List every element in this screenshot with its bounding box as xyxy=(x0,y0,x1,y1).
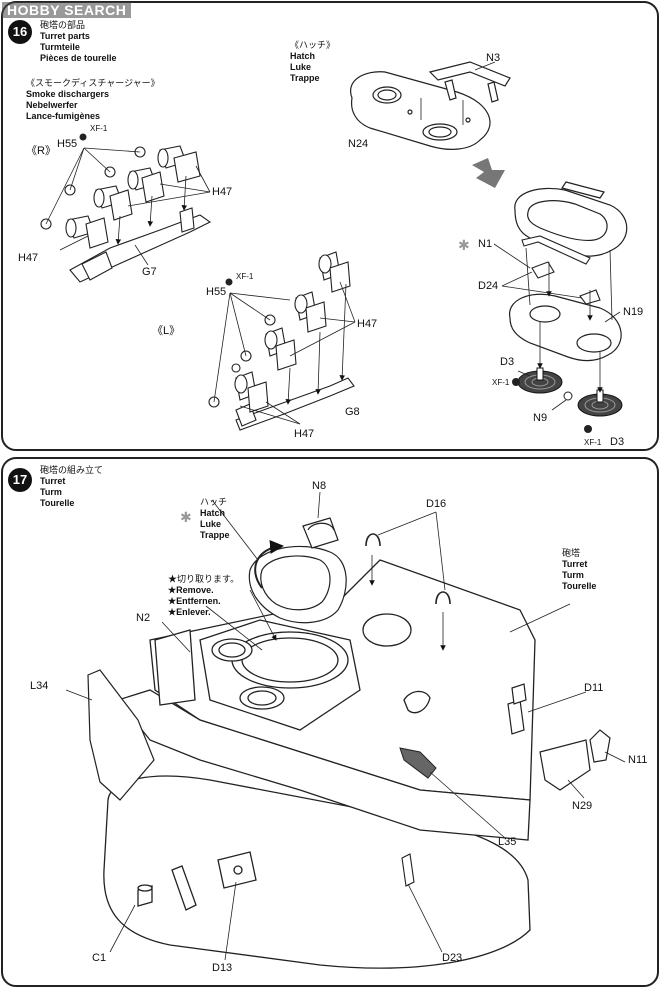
part-h47-l2: H47 xyxy=(294,428,315,440)
turret-body xyxy=(103,559,536,969)
svg-text:✱: ✱ xyxy=(180,510,192,526)
part-h47-l1: H47 xyxy=(357,318,378,330)
spring-disc-d3-right xyxy=(577,389,623,417)
right-side-mark: 《R》 xyxy=(26,145,56,157)
paint-xf1-d: XF-1 xyxy=(584,438,602,447)
part-g7: G7 xyxy=(142,266,157,278)
hatch-rotate-arrow xyxy=(254,539,284,589)
hatch-assembled-top xyxy=(514,181,628,257)
part-n19: N19 xyxy=(623,306,644,318)
part-h55-r: H55 xyxy=(57,138,78,150)
hatch-plate-n24 xyxy=(349,71,491,150)
paint-xf1-b: XF-1 xyxy=(236,272,254,281)
part-n3: N3 xyxy=(486,52,501,64)
smoke-fr: Lance-fumigènes xyxy=(26,111,101,121)
assembly-arrow xyxy=(472,158,505,188)
remove-fr: ★Enlever. xyxy=(168,607,211,617)
stowage-box-d11 xyxy=(507,683,527,735)
step17-title-de: Turm xyxy=(40,487,62,497)
remove-jp: ★切り取ります。 xyxy=(168,574,240,584)
turret-fr: Tourelle xyxy=(562,581,597,591)
step16-title: 砲塔の部品 Turret parts Turmteile Pièces de t… xyxy=(40,20,117,64)
step16-title-en: Turret parts xyxy=(40,31,90,41)
smoke-jp: 《スモークディスチャージャー》 xyxy=(26,78,160,88)
part-d13: D13 xyxy=(212,962,233,974)
step17-title-en: Turret xyxy=(40,476,66,486)
hatch-lower-ring-n19 xyxy=(509,293,622,362)
remove-note: ★切り取ります。 ★Remove. ★Entfernen. ★Enlever. xyxy=(168,574,239,618)
hatch17-fr: Trappe xyxy=(200,530,230,540)
step16-hatch-heading: 《ハッチ》 Hatch Luke Trappe xyxy=(290,40,335,84)
part-g8: G8 xyxy=(345,406,360,418)
part-d16: D16 xyxy=(426,498,447,510)
hatch-assembly xyxy=(248,517,347,624)
smoke-discharger-r-assembly xyxy=(40,145,212,283)
hatch16-jp: 《ハッチ》 xyxy=(290,40,336,50)
part-h47-r2: H47 xyxy=(18,252,39,264)
step17-number: 17 xyxy=(8,468,32,492)
part-d3-left: D3 xyxy=(500,356,515,368)
part-n9: N9 xyxy=(533,412,548,424)
grab-handles-d16 xyxy=(365,533,451,605)
left-side-mark: 《L》 xyxy=(152,325,181,337)
hatch16-en: Hatch xyxy=(290,51,316,61)
remove-de: ★Entfernen. xyxy=(168,596,221,606)
hatch17-de: Luke xyxy=(200,519,222,529)
hatch16-fr: Trappe xyxy=(290,73,320,83)
part-d24: D24 xyxy=(478,280,499,292)
svg-text:✱: ✱ xyxy=(458,238,470,254)
part-n29: N29 xyxy=(572,800,593,812)
step17-title-fr: Tourelle xyxy=(40,498,75,508)
turret-en: Turret xyxy=(562,559,588,569)
hatch17-jp: ハッチ xyxy=(200,497,228,507)
step17-title-jp: 砲塔の組み立て xyxy=(40,465,104,475)
turret-jp: 砲塔 xyxy=(562,548,581,558)
smoke-de: Nebelwerfer xyxy=(26,100,78,110)
watermark: HOBBY SEARCH xyxy=(2,2,132,18)
part-d11: D11 xyxy=(584,682,604,694)
paint-xf1-c: XF-1 xyxy=(492,378,510,387)
hatch-handle-n3 xyxy=(428,61,511,103)
part-n11: N11 xyxy=(628,754,648,766)
step16-title-fr: Pièces de tourelle xyxy=(40,53,117,63)
turret-de: Turm xyxy=(562,570,584,580)
step16-number: 16 xyxy=(8,20,32,44)
part-n24: N24 xyxy=(348,138,369,150)
part-c1: C1 xyxy=(92,952,107,964)
part-n8: N8 xyxy=(312,480,327,492)
periscope-parts xyxy=(521,235,601,305)
step16-title-jp: 砲塔の部品 xyxy=(40,20,86,30)
part-d3-right: D3 xyxy=(610,436,625,448)
part-l34: L34 xyxy=(30,680,49,692)
part-l35: L35 xyxy=(498,836,517,848)
bracket-d23 xyxy=(401,853,415,887)
remove-en: ★Remove. xyxy=(168,585,214,595)
hatch16-de: Luke xyxy=(290,62,312,72)
spring-disc-d3-left xyxy=(517,367,563,394)
smoke-en: Smoke dischargers xyxy=(26,89,110,99)
part-n1: N1 xyxy=(478,238,493,250)
part-d23: D23 xyxy=(442,952,463,964)
step17-hatch-heading: ハッチ Hatch Luke Trappe xyxy=(200,497,230,541)
step16-title-de: Turmteile xyxy=(40,42,80,52)
step17-panel xyxy=(1,457,659,987)
part-h55-l: H55 xyxy=(206,286,227,298)
smoke-discharger-l-assembly xyxy=(208,251,355,431)
turret-heading: 砲塔 Turret Turm Tourelle xyxy=(562,548,596,592)
part-h47-r1: H47 xyxy=(212,186,233,198)
hatch17-en: Hatch xyxy=(200,508,226,518)
step16-smoke-heading: 《スモークディスチャージャー》 Smoke dischargers Nebelw… xyxy=(26,78,160,122)
side-plate-l34 xyxy=(87,669,155,801)
fender-l35 xyxy=(399,747,437,779)
part-n2: N2 xyxy=(136,612,151,624)
step17-title: 砲塔の組み立て Turret Turm Tourelle xyxy=(40,465,103,509)
rear-plate-n29 xyxy=(539,729,611,791)
paint-xf1-a: XF-1 xyxy=(90,124,108,133)
step16-panel xyxy=(1,1,659,451)
